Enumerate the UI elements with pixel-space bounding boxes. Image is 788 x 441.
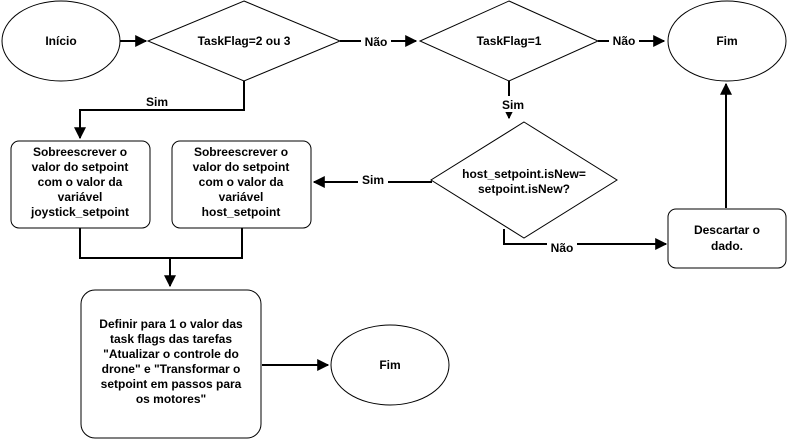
node-overwrite-host-line: host_setpoint bbox=[202, 205, 281, 219]
node-overwrite-host-line: Sobreescrever o bbox=[194, 145, 288, 159]
node-define-flags: Definir para 1 o valor das task flags da… bbox=[80, 289, 262, 439]
node-overwrite-host-line: variável bbox=[219, 190, 264, 204]
node-define-flags-line: setpoint em passos para bbox=[101, 377, 242, 391]
node-decision-taskflag-1-label: TaskFlag=1 bbox=[477, 34, 542, 48]
edge-isnew-to-discard bbox=[503, 229, 668, 250]
node-start: Início bbox=[1, 0, 121, 82]
node-discard-line: Descartar o bbox=[694, 223, 760, 237]
label-yes-1: Sim bbox=[146, 95, 168, 109]
node-define-flags-line: Definir para 1 o valor das bbox=[99, 317, 243, 331]
node-overwrite-joystick-line: valor do setpoint bbox=[32, 160, 129, 174]
node-overwrite-joystick-line: joystick_setpoint bbox=[30, 205, 129, 219]
node-start-label: Início bbox=[45, 34, 76, 48]
node-decision-isnew-line: setpoint.isNew? bbox=[478, 182, 570, 196]
node-overwrite-joystick-line: variável bbox=[58, 190, 103, 204]
node-decision-taskflag-2-3-label: TaskFlag=2 ou 3 bbox=[198, 34, 291, 48]
node-overwrite-joystick: Sobreescrever o valor do setpoint com o … bbox=[10, 140, 151, 229]
node-end-bottom: Fim bbox=[330, 324, 450, 406]
edge-decision1-to-joystick bbox=[74, 81, 245, 140]
node-discard: Descartar o dado. bbox=[667, 208, 787, 269]
edge-labels: Não Não Sim Sim Sim Não bbox=[142, 32, 639, 256]
node-discard-line: dado. bbox=[711, 239, 743, 253]
node-overwrite-joystick-line: Sobreescrever o bbox=[33, 145, 127, 159]
label-no-2: Não bbox=[613, 34, 636, 48]
node-overwrite-joystick-line: com o valor da bbox=[38, 175, 123, 189]
node-overwrite-host-line: valor do setpoint bbox=[193, 160, 290, 174]
edge-joystick-merge bbox=[79, 228, 243, 259]
node-decision-isnew: host_setpoint.isNew= setpoint.isNew? bbox=[430, 121, 618, 239]
label-yes-2: Sim bbox=[502, 98, 524, 112]
label-yes-3: Sim bbox=[362, 173, 384, 187]
node-decision-taskflag-2-3: TaskFlag=2 ou 3 bbox=[146, 0, 342, 82]
node-end-bottom-label: Fim bbox=[379, 358, 400, 372]
node-end-top-label: Fim bbox=[716, 34, 737, 48]
node-overwrite-host: Sobreescrever o valor do setpoint com o … bbox=[171, 140, 312, 229]
label-no-1: Não bbox=[365, 35, 388, 49]
label-no-3: Não bbox=[551, 241, 574, 255]
node-define-flags-line: drone" e "Transformar o bbox=[102, 362, 241, 376]
node-end-top: Fim bbox=[667, 0, 787, 82]
node-overwrite-host-line: com o valor da bbox=[199, 175, 284, 189]
node-decision-taskflag-1: TaskFlag=1 bbox=[418, 0, 600, 82]
node-define-flags-line: "Atualizar o controle do bbox=[103, 347, 239, 361]
node-define-flags-line: os motores" bbox=[136, 392, 206, 406]
node-decision-isnew-line: host_setpoint.isNew= bbox=[462, 167, 586, 181]
node-define-flags-line: task flags das tarefas bbox=[110, 332, 232, 346]
